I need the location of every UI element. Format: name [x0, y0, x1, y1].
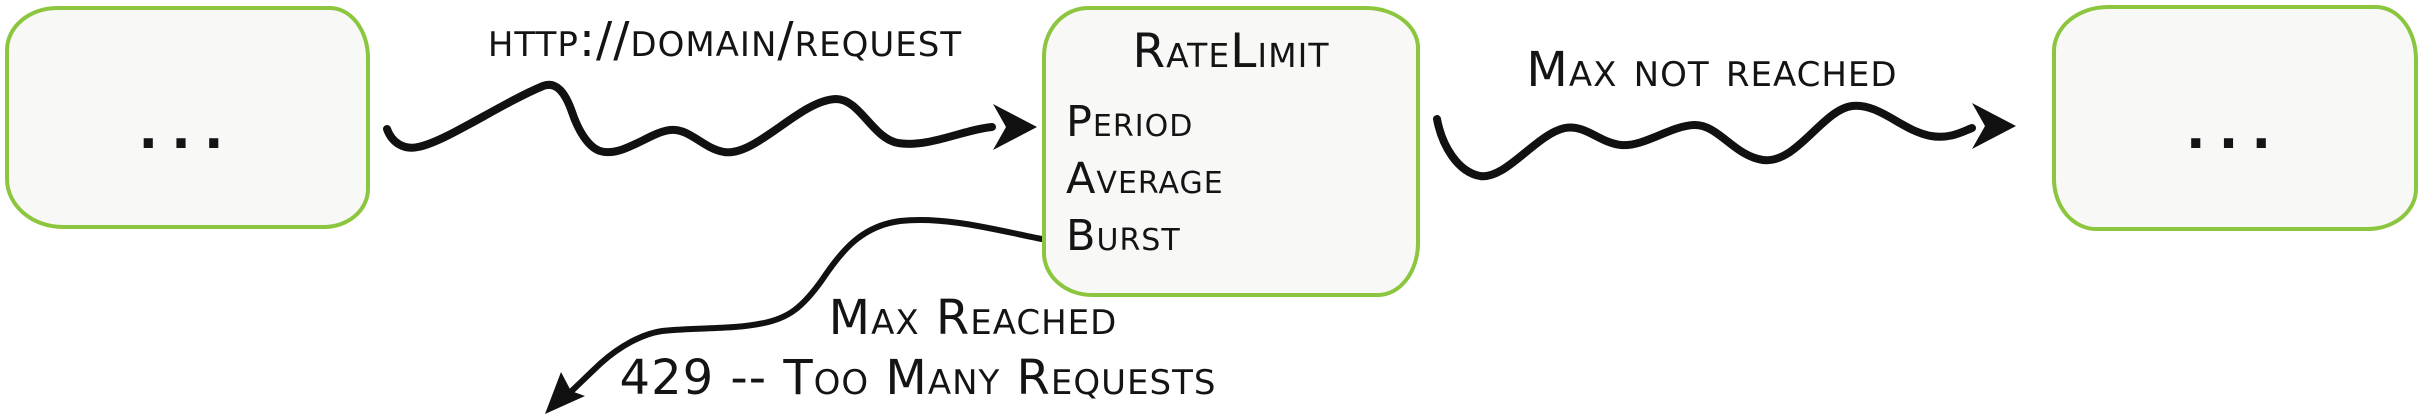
- max-reached-edge-label: Max Reached: [828, 290, 1118, 346]
- request-edge-label: http://domain/request: [487, 12, 963, 68]
- request-arrow: [383, 80, 1037, 157]
- ratelimit-node: RateLimit Period Average Burst: [1042, 6, 1420, 297]
- ratelimit-node-fields: Period Average Burst: [1046, 94, 1416, 265]
- request-arrow-line: [383, 80, 996, 157]
- max-not-reached-edge-label: Max not reached: [1526, 42, 1898, 98]
- request-arrowhead-icon: [993, 104, 1037, 150]
- ratelimit-field-burst: Burst: [1066, 210, 1181, 261]
- max-reached-arrowhead-icon: [545, 372, 585, 414]
- max-not-reached-arrowhead-icon: [1972, 103, 2016, 149]
- ratelimit-field-period: Period: [1066, 96, 1194, 147]
- max-not-reached-arrow: [1433, 101, 2016, 181]
- ratelimit-field-average: Average: [1066, 153, 1224, 204]
- upstream-node-label: ...: [138, 100, 237, 161]
- ratelimit-node-title: RateLimit: [1132, 24, 1330, 79]
- downstream-node-label: ...: [2185, 101, 2285, 161]
- too-many-requests-label: 429 -- Too Many Requests: [619, 350, 1217, 406]
- max-not-reached-arrow-line: [1433, 101, 1976, 181]
- upstream-node: ...: [5, 6, 370, 229]
- downstream-node: ...: [2052, 5, 2418, 231]
